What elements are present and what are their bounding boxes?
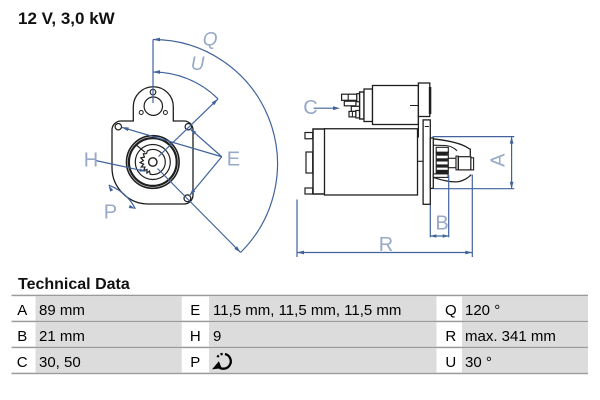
svg-text:21 mm: 21 mm — [39, 328, 85, 345]
svg-text:P: P — [190, 354, 200, 371]
svg-text:H: H — [84, 150, 98, 172]
svg-text:Q: Q — [445, 302, 457, 319]
svg-text:89 mm: 89 mm — [39, 302, 85, 319]
svg-text:30 °: 30 ° — [465, 354, 492, 371]
svg-text:P: P — [104, 202, 117, 224]
svg-text:Q: Q — [203, 30, 218, 51]
svg-text:max. 341 mm: max. 341 mm — [465, 328, 556, 345]
svg-text:120 °: 120 ° — [465, 302, 500, 319]
svg-text:U: U — [445, 354, 456, 371]
svg-text:H: H — [190, 328, 201, 345]
svg-text:30, 50: 30, 50 — [39, 354, 81, 371]
svg-text:A: A — [17, 302, 27, 319]
svg-text:E: E — [190, 302, 200, 319]
svg-text:C: C — [303, 97, 317, 119]
svg-text:R: R — [445, 328, 456, 345]
svg-text:11,5 mm, 11,5 mm, 11,5 mm: 11,5 mm, 11,5 mm, 11,5 mm — [213, 302, 401, 319]
svg-text:12 V, 3,0 kW: 12 V, 3,0 kW — [18, 9, 116, 28]
svg-text:9: 9 — [213, 328, 221, 345]
svg-text:U: U — [191, 54, 205, 75]
svg-text:C: C — [17, 354, 28, 371]
svg-text:E: E — [227, 149, 240, 171]
svg-text:B: B — [435, 212, 448, 234]
svg-text:R: R — [379, 234, 393, 256]
svg-text:A: A — [487, 153, 509, 167]
svg-text:Technical Data: Technical Data — [18, 276, 130, 293]
svg-text:B: B — [17, 328, 27, 345]
